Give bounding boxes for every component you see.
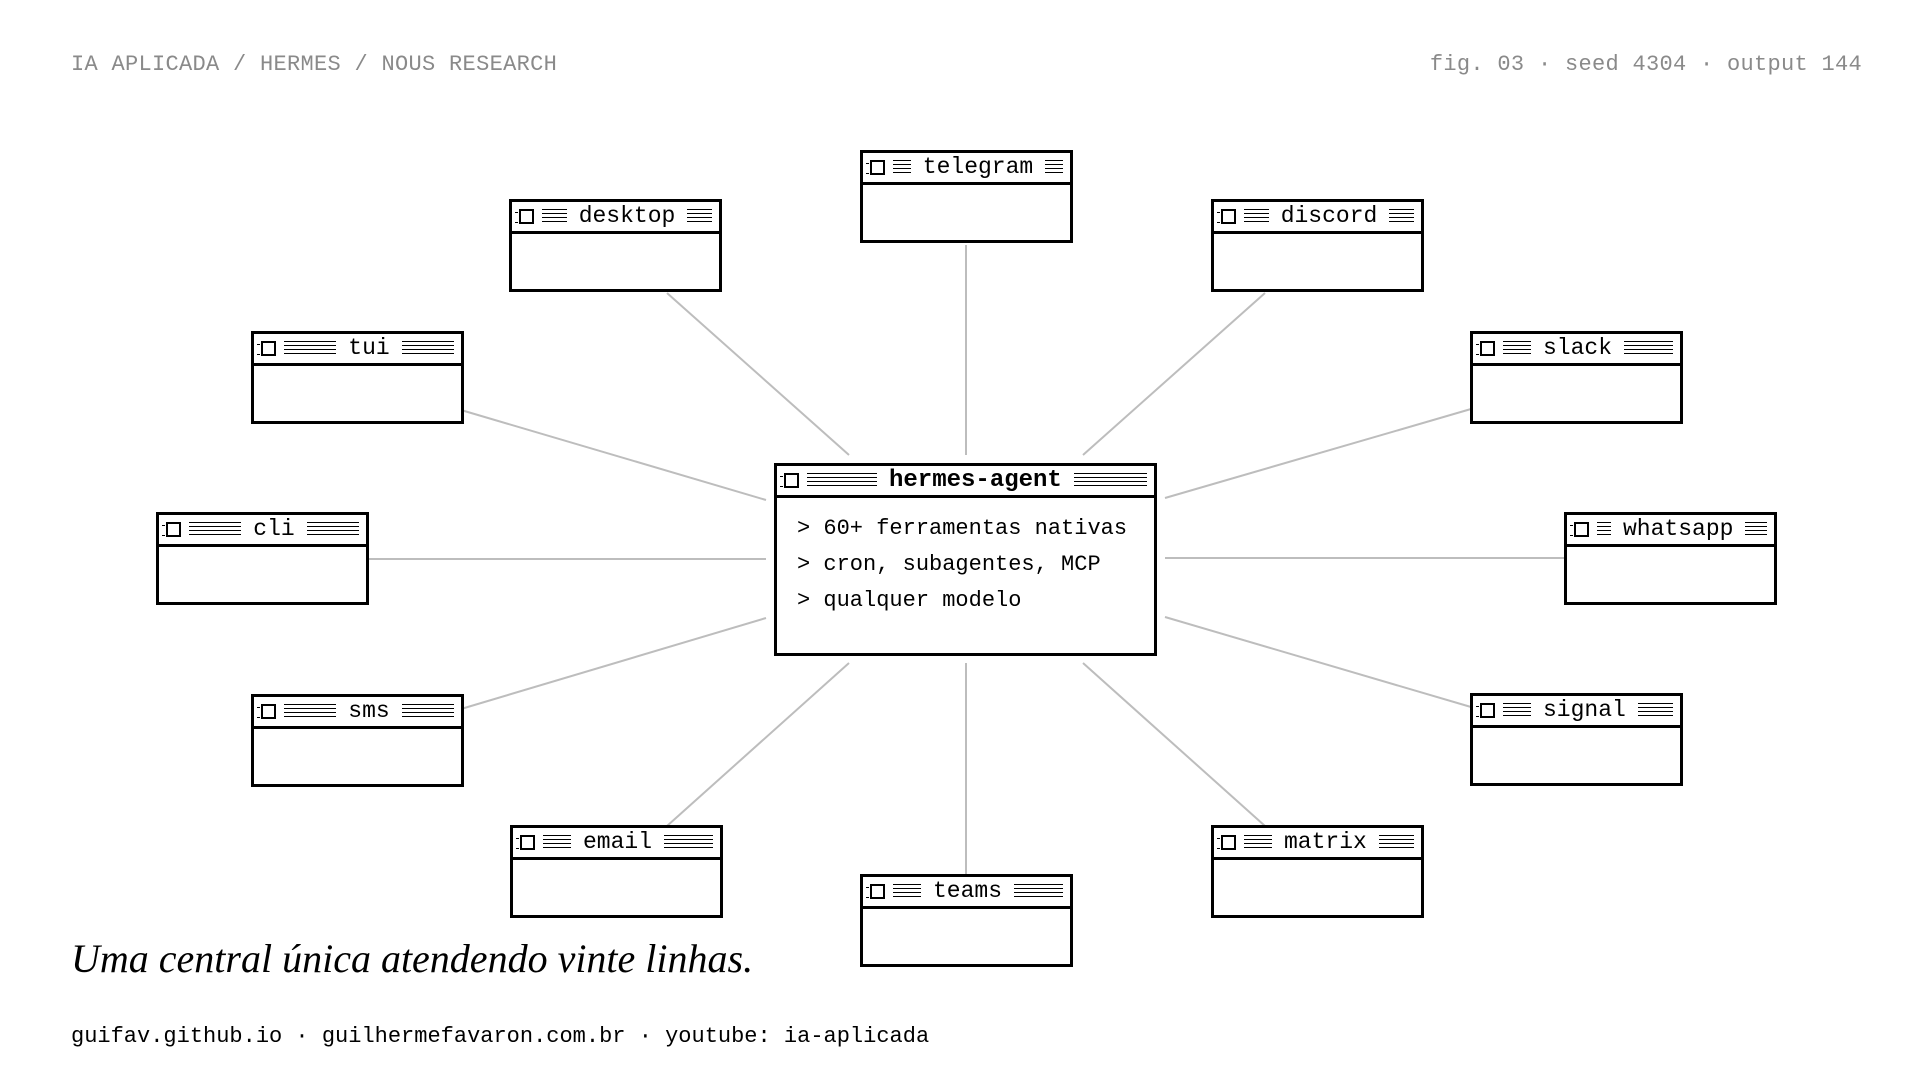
- channel-node-email: email: [510, 825, 723, 918]
- tagline: Uma central única atendendo vinte linhas…: [71, 936, 754, 981]
- channel-label: slack: [1543, 335, 1613, 361]
- window-box-icon: [1476, 341, 1495, 356]
- titlebar-stripes: [893, 160, 911, 175]
- channel-node-desktop: desktop: [509, 199, 722, 292]
- channel-node-matrix: matrix: [1211, 825, 1424, 918]
- breadcrumb: IA APLICADA / HERMES / NOUS RESEARCH: [71, 52, 558, 77]
- window-box-icon: [1217, 835, 1236, 850]
- edge-matrix: [1082, 662, 1266, 827]
- titlebar-stripes: [401, 704, 455, 719]
- titlebar-stripes: [1389, 209, 1414, 224]
- channel-label: telegram: [922, 154, 1034, 180]
- channel-label: sms: [348, 698, 390, 724]
- titlebar-stripes: [893, 884, 921, 899]
- channel-node-telegram: telegram: [860, 150, 1073, 243]
- titlebar-stripes: [1745, 522, 1767, 537]
- titlebar-stripes: [189, 522, 242, 537]
- titlebar-stripes: [1503, 703, 1531, 718]
- window-box-icon: [257, 341, 276, 356]
- titlebar-stripes: [306, 522, 360, 537]
- channel-label: signal: [1543, 697, 1626, 723]
- footer-links: guifav.github.io · guilhermefavaron.com.…: [71, 1024, 930, 1049]
- titlebar-stripes: [1597, 522, 1611, 537]
- titlebar-stripes: [1503, 341, 1531, 356]
- window-box-icon: [866, 160, 885, 175]
- window-box-icon: [516, 835, 535, 850]
- channel-label: discord: [1280, 203, 1378, 229]
- titlebar-stripes: [687, 209, 712, 224]
- channel-node-discord: discord: [1211, 199, 1424, 292]
- titlebar-stripes: [664, 835, 713, 850]
- titlebar-stripes: [1244, 209, 1269, 224]
- edge-slack: [1164, 408, 1472, 499]
- channel-label: cli: [253, 516, 295, 542]
- titlebar-stripes: [1045, 160, 1064, 175]
- channel-node-whatsapp: whatsapp: [1564, 512, 1777, 605]
- channel-node-cli: cli: [156, 512, 369, 605]
- titlebar-stripes: [1014, 884, 1063, 899]
- titlebar-stripes: [1073, 473, 1147, 488]
- edge-sms: [460, 617, 767, 710]
- edge-discord: [1082, 292, 1266, 456]
- node-title: hermes-agent: [889, 466, 1062, 494]
- edge-tui: [460, 409, 767, 501]
- channel-node-tui: tui: [251, 331, 464, 424]
- window-box-icon: [1217, 209, 1236, 224]
- channel-node-teams: teams: [860, 874, 1073, 967]
- titlebar-stripes: [1378, 835, 1414, 850]
- node-body: > 60+ ferramentas nativas > cron, subage…: [777, 498, 1154, 632]
- window-box-icon: [1570, 522, 1589, 537]
- titlebar-stripes: [401, 341, 455, 356]
- hermes-agent-node: hermes-agent > 60+ ferramentas nativas >…: [774, 463, 1157, 656]
- channel-label: email: [583, 829, 653, 855]
- channel-label: matrix: [1284, 829, 1367, 855]
- edge-email: [666, 662, 850, 827]
- window-box-icon: [257, 704, 276, 719]
- channel-node-sms: sms: [251, 694, 464, 787]
- titlebar-stripes: [543, 835, 571, 850]
- titlebar-stripes: [284, 704, 337, 719]
- node-titlebar: hermes-agent: [777, 466, 1154, 498]
- feature-line: > qualquer modelo: [797, 588, 1022, 613]
- titlebar-stripes: [1624, 341, 1673, 356]
- channel-label: tui: [348, 335, 390, 361]
- feature-line: > cron, subagentes, MCP: [797, 552, 1101, 577]
- channel-node-signal: signal: [1470, 693, 1683, 786]
- titlebar-stripes: [284, 341, 337, 356]
- titlebar-stripes: [1637, 703, 1673, 718]
- channel-label: teams: [933, 878, 1003, 904]
- window-box-icon: [866, 884, 885, 899]
- edge-signal: [1164, 616, 1472, 708]
- titlebar-stripes: [807, 473, 877, 488]
- channel-label: desktop: [578, 203, 676, 229]
- feature-line: > 60+ ferramentas nativas: [797, 516, 1128, 541]
- channel-node-slack: slack: [1470, 331, 1683, 424]
- edge-desktop: [666, 292, 850, 456]
- window-box-icon: [1476, 703, 1495, 718]
- channel-label: whatsapp: [1623, 516, 1734, 542]
- figure-meta: fig. 03 · seed 4304 · output 144: [1429, 52, 1862, 77]
- titlebar-stripes: [542, 209, 567, 224]
- titlebar-stripes: [1244, 835, 1272, 850]
- window-box-icon: [780, 473, 799, 488]
- window-box-icon: [162, 522, 181, 537]
- window-box-icon: [515, 209, 534, 224]
